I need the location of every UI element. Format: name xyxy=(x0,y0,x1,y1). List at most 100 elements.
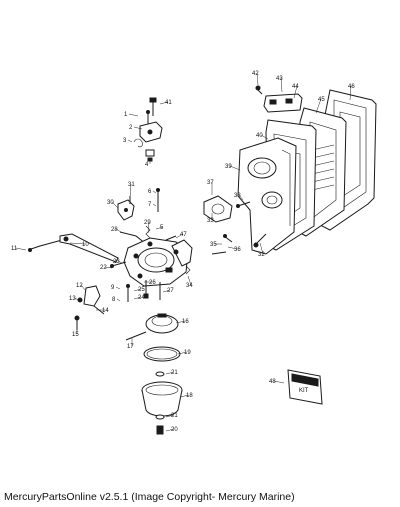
callout-7: 7 xyxy=(148,202,152,208)
washer-21[interactable] xyxy=(155,371,165,377)
callout-43: 43 xyxy=(276,76,283,82)
callout-8: 8 xyxy=(112,297,116,303)
bowl-screw-20[interactable] xyxy=(156,425,164,435)
callout-leader-44 xyxy=(293,85,298,99)
callout-leader-22 xyxy=(104,266,113,269)
screw-35[interactable] xyxy=(223,234,233,243)
callout-leader-31 xyxy=(129,183,132,199)
callout-leader-34 xyxy=(187,275,192,286)
pin-17[interactable] xyxy=(125,331,147,341)
kit-label: KIT xyxy=(299,388,309,394)
gasket-37[interactable] xyxy=(203,195,233,223)
callout-30: 30 xyxy=(107,200,114,206)
spring-34[interactable] xyxy=(185,265,191,275)
callout-2: 2 xyxy=(129,125,133,131)
callout-leader-32 xyxy=(259,242,264,255)
callout-9: 9 xyxy=(111,285,115,291)
screw-42[interactable] xyxy=(255,85,263,95)
callout-39: 39 xyxy=(225,164,232,170)
callout-32: 32 xyxy=(258,252,265,258)
jets-24-25-26[interactable] xyxy=(126,280,149,302)
reed-valve-43[interactable] xyxy=(263,93,303,113)
callout-41: 41 xyxy=(165,100,172,106)
callout-leader-45 xyxy=(315,98,322,114)
stud-38[interactable] xyxy=(236,201,251,208)
callout-36: 36 xyxy=(234,247,241,253)
callout-leader-5 xyxy=(155,226,164,230)
callout-16: 16 xyxy=(182,319,189,325)
callout-leader-39 xyxy=(229,165,241,171)
callout-34: 34 xyxy=(186,283,193,289)
image-caption: MercuryPartsOnline v2.5.1 (Image Copyrig… xyxy=(4,491,295,503)
callout-31: 31 xyxy=(128,182,135,188)
callout-5: 5 xyxy=(160,225,164,231)
callout-23: 23 xyxy=(113,259,120,265)
intake-manifold-39[interactable] xyxy=(237,137,297,255)
callout-leader-3 xyxy=(127,139,133,143)
callout-42: 42 xyxy=(252,71,259,77)
callout-20: 20 xyxy=(171,427,178,433)
screw-40[interactable] xyxy=(149,97,157,116)
callout-leader-9 xyxy=(115,286,121,290)
callout-15: 15 xyxy=(72,332,79,338)
callout-leader-19 xyxy=(177,351,188,355)
callout-leader-16 xyxy=(175,320,186,324)
callout-leader-2 xyxy=(133,126,143,130)
screw-47[interactable] xyxy=(165,235,177,241)
callout-22: 22 xyxy=(100,265,107,271)
callout-leader-23 xyxy=(117,260,123,264)
screw-6-7[interactable] xyxy=(156,188,160,213)
callout-13: 13 xyxy=(69,296,76,302)
gasket-19[interactable] xyxy=(143,346,181,362)
callout-leader-42 xyxy=(256,72,259,86)
callout-leader-41 xyxy=(159,101,169,105)
callout-3: 3 xyxy=(123,138,127,144)
callout-4: 4 xyxy=(145,162,149,168)
callout-17: 17 xyxy=(127,344,134,350)
callout-leader-48 xyxy=(273,380,285,384)
callout-leader-43 xyxy=(280,77,283,93)
callout-leader-21 xyxy=(165,371,175,375)
callout-1: 1 xyxy=(124,112,128,118)
bracket-2[interactable] xyxy=(139,121,163,143)
callout-leader-40 xyxy=(260,134,269,140)
callout-leader-46 xyxy=(349,85,352,101)
callout-37: 37 xyxy=(207,180,214,186)
callout-21: 21 xyxy=(171,370,178,376)
screw-22-23[interactable] xyxy=(110,261,127,268)
callout-layer: 1234567891011121314151617181920212122232… xyxy=(11,71,355,433)
callout-26: 26 xyxy=(149,280,156,286)
callout-leader-29 xyxy=(147,221,150,234)
washer-21b[interactable] xyxy=(155,414,165,420)
callout-leader-28 xyxy=(115,228,122,233)
float-bowl-18[interactable] xyxy=(141,381,183,417)
callout-leader-7 xyxy=(152,203,157,207)
callout-leader-1 xyxy=(128,113,139,117)
choke-lever-30[interactable] xyxy=(117,199,135,221)
callout-18: 18 xyxy=(186,393,193,399)
callout-leader-25 xyxy=(133,288,142,292)
callout-21: 21 xyxy=(171,413,178,419)
callout-leader-27 xyxy=(162,289,171,293)
callout-leader-8 xyxy=(116,298,121,302)
callout-29: 29 xyxy=(144,220,151,226)
callout-leader-21 xyxy=(165,414,175,418)
stud-36[interactable] xyxy=(211,251,227,255)
link-rod-11[interactable] xyxy=(27,239,63,252)
screw-32[interactable] xyxy=(253,233,267,248)
callout-leader-18 xyxy=(179,394,190,398)
callout-24: 24 xyxy=(138,295,145,301)
callout-28: 28 xyxy=(111,227,118,233)
spring-3[interactable] xyxy=(133,138,143,148)
throttle-lever-10[interactable] xyxy=(59,233,119,263)
carburetor-body[interactable] xyxy=(123,237,193,287)
linkage-12-13-14[interactable] xyxy=(77,285,105,315)
callout-10: 10 xyxy=(82,242,89,248)
callout-19: 19 xyxy=(184,350,191,356)
screw-1[interactable] xyxy=(146,110,150,125)
float-16[interactable] xyxy=(145,313,179,334)
repair-kit-48[interactable]: KIT xyxy=(287,369,323,405)
callout-6: 6 xyxy=(148,189,152,195)
callout-12: 12 xyxy=(76,283,83,289)
callout-leader-11 xyxy=(15,247,27,251)
